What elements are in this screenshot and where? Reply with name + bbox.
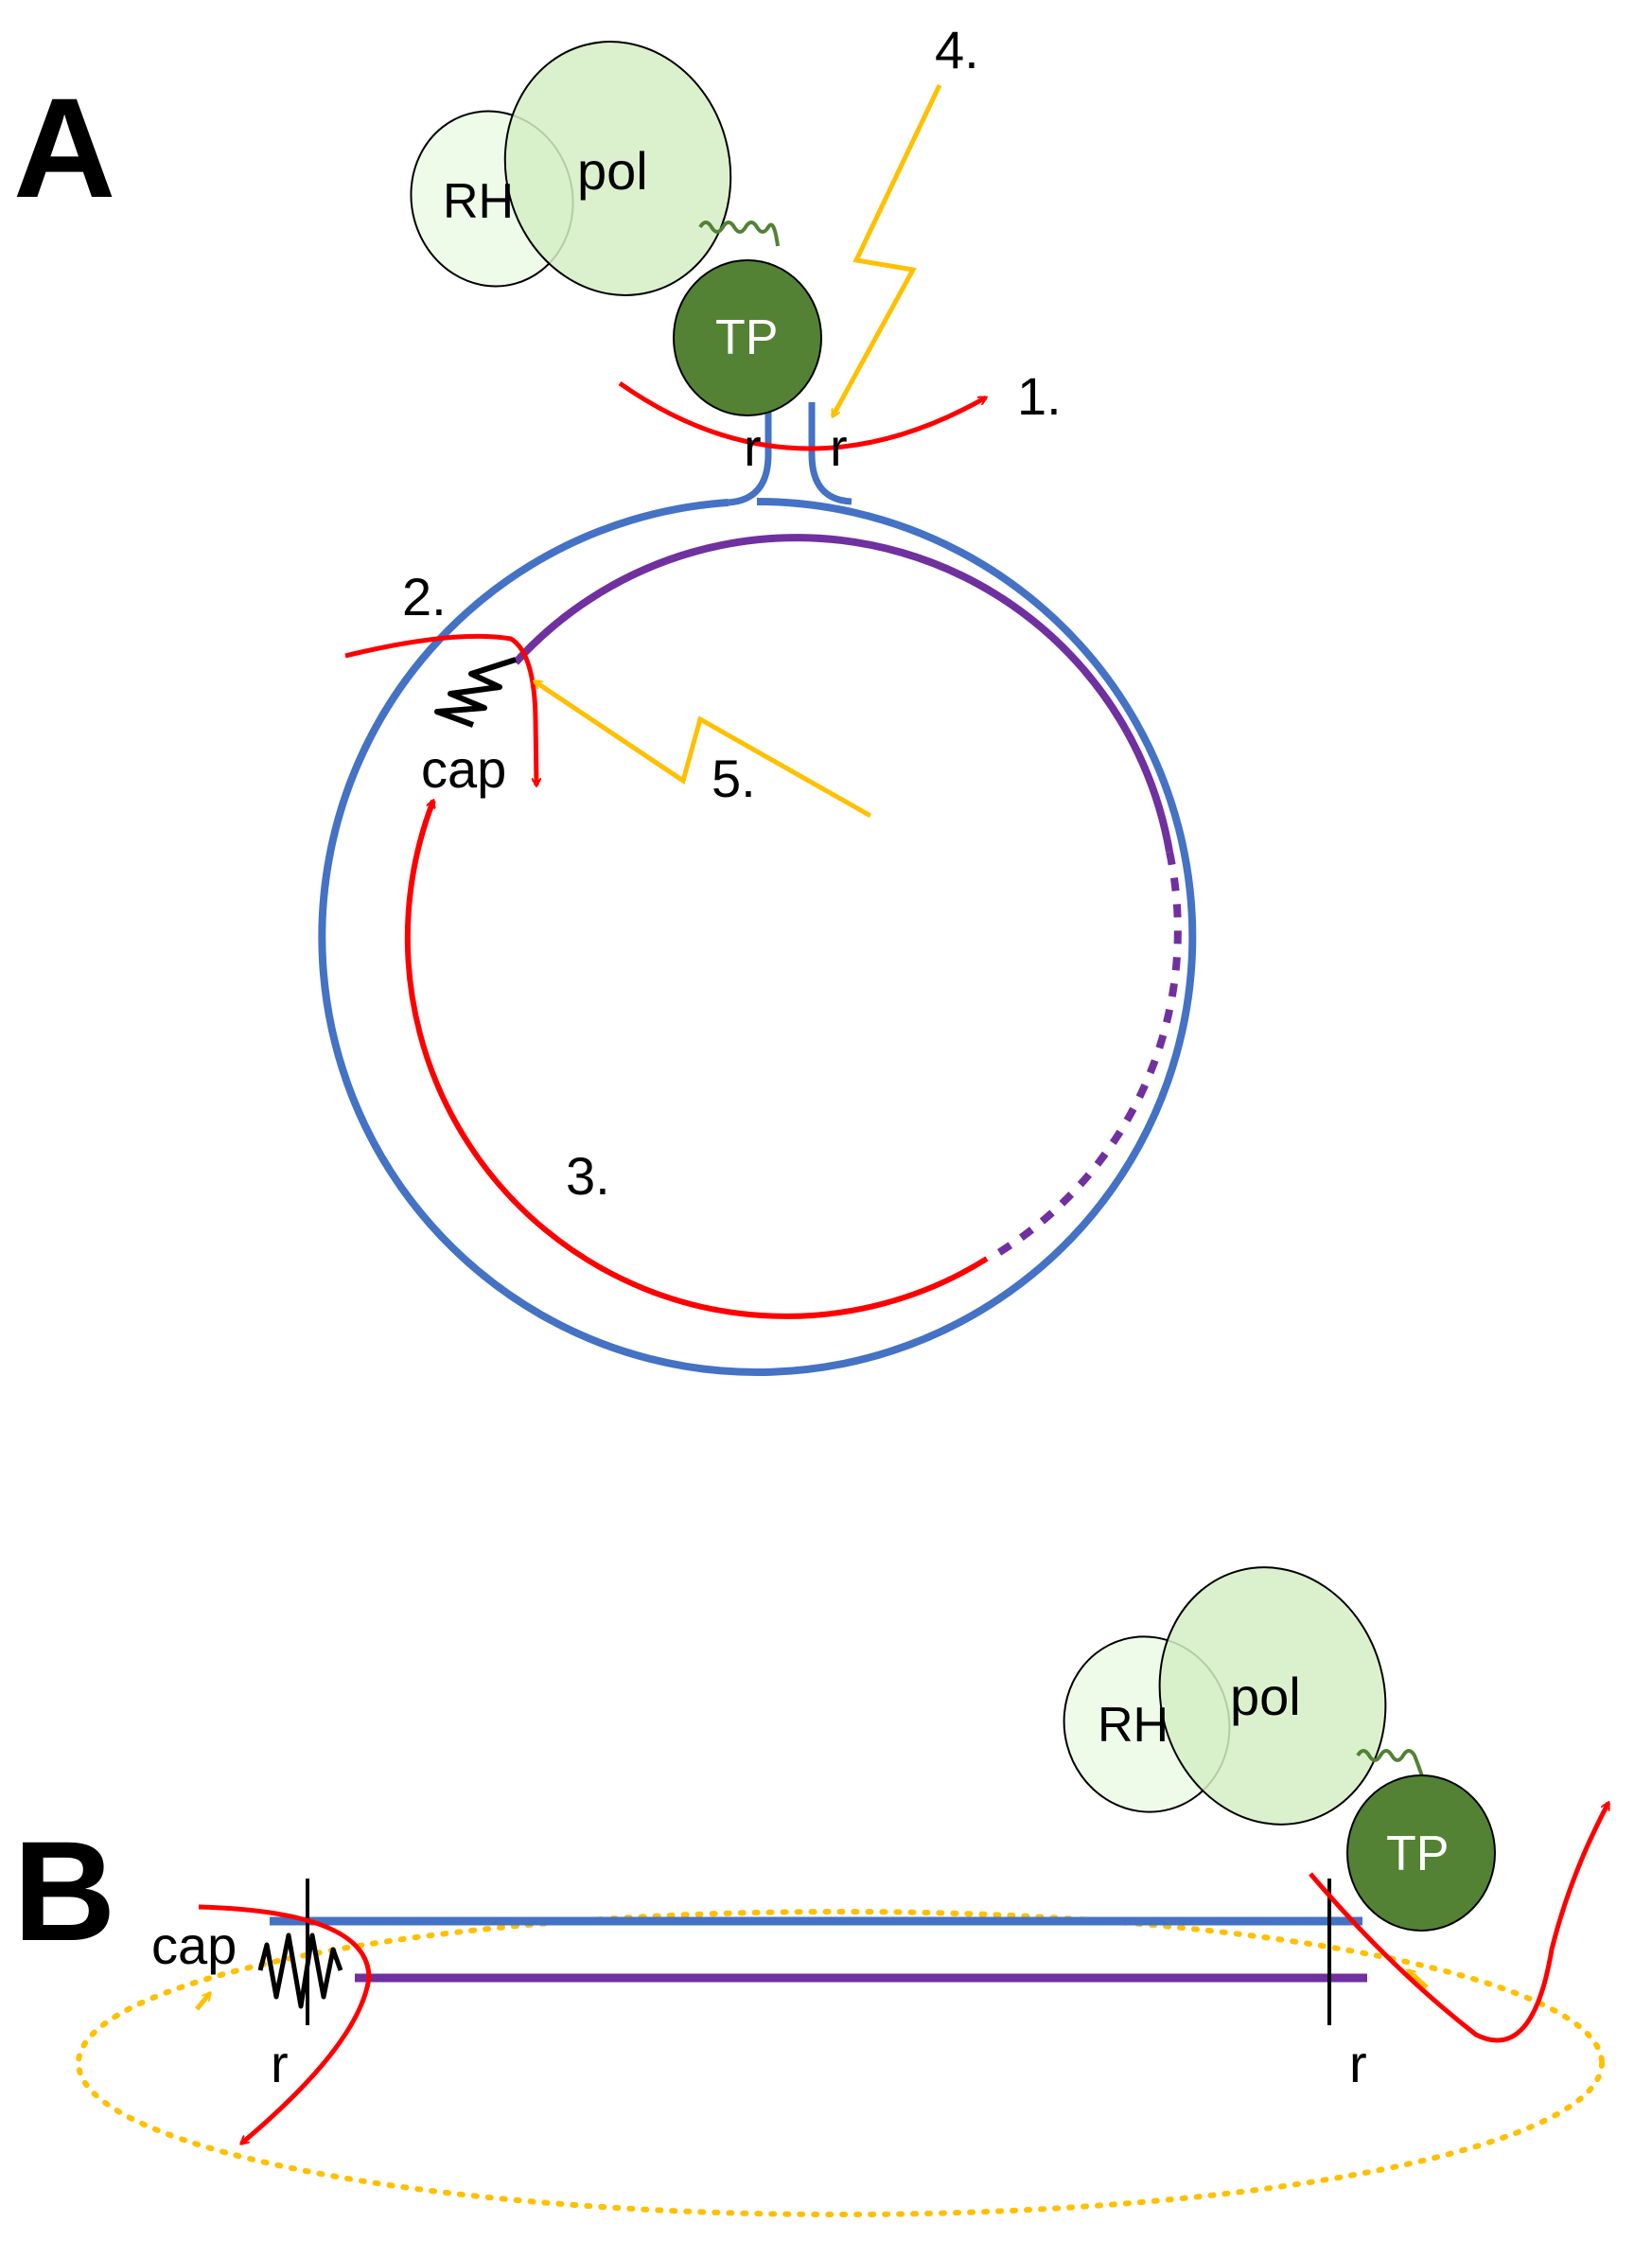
panel-a-blue-stem-right xyxy=(808,402,852,505)
panel-a-tp-label: TP xyxy=(715,310,778,365)
panel-b-cap-label: cap xyxy=(151,1915,237,1975)
panel-b-tp-domain xyxy=(1346,1774,1496,1932)
panel-b-yellow-arrowhead-left xyxy=(195,1993,210,2011)
panel-a-step3-label: 3. xyxy=(566,1146,610,1206)
panel-a-step2-label: 2. xyxy=(402,567,447,626)
panel-b-cap-zigzag xyxy=(257,1932,343,2009)
panel-a-cap-zigzag xyxy=(434,657,517,728)
panel-b-red-rna-left xyxy=(198,1904,372,2144)
panel-a-r-right-label: r xyxy=(830,417,848,477)
panel-a-red-rna-step1 xyxy=(618,380,986,451)
panel-a-step1-label: 1. xyxy=(1017,366,1062,426)
panel-b-r-right-label: r xyxy=(1349,2034,1367,2093)
panel-b-tp-label: TP xyxy=(1386,1826,1449,1881)
panel-a-step4-label: 4. xyxy=(935,20,979,79)
panel-a-blue-strand-circle xyxy=(318,498,1197,1376)
panel-a-tp-domain xyxy=(673,259,822,416)
panel-a-r-left-label: r xyxy=(744,417,762,477)
panel-b-pol-label: pol xyxy=(1230,1667,1301,1726)
panel-a-blue-stem-left xyxy=(728,402,772,506)
panel-b-circularization-ellipse xyxy=(76,1909,1605,2217)
panel-a-pol-label: pol xyxy=(577,141,648,201)
panel-a-purple-strand-solid xyxy=(513,534,1173,853)
panel-a-label: A xyxy=(13,68,115,227)
panel-b-red-rna-right xyxy=(1309,1803,1611,2043)
panel-a-step5-label: 5. xyxy=(712,749,756,808)
panel-a-yellow-arrow-step4 xyxy=(830,83,942,416)
panel-a-cap-label: cap xyxy=(421,739,506,799)
panel-a-yellow-arrow-step5 xyxy=(535,679,872,819)
panel-b-pol-domain xyxy=(1158,1566,1387,1826)
panel-a-rh-label: RH xyxy=(443,174,514,229)
panel-b-yellow-arrowhead-right xyxy=(1408,1970,1429,1989)
panel-b-label: B xyxy=(13,1811,115,1970)
panel-a-purple-strand-dashed xyxy=(986,851,1182,1262)
panel-b-rh-label: RH xyxy=(1098,1698,1169,1753)
panel-b-r-left-label: r xyxy=(271,2034,289,2093)
panel-b-linker xyxy=(1356,1749,1424,1777)
panel-a-red-rna-step3 xyxy=(404,801,989,1319)
panel-a-linker xyxy=(698,221,780,247)
panel-a-pol-domain xyxy=(503,41,732,296)
